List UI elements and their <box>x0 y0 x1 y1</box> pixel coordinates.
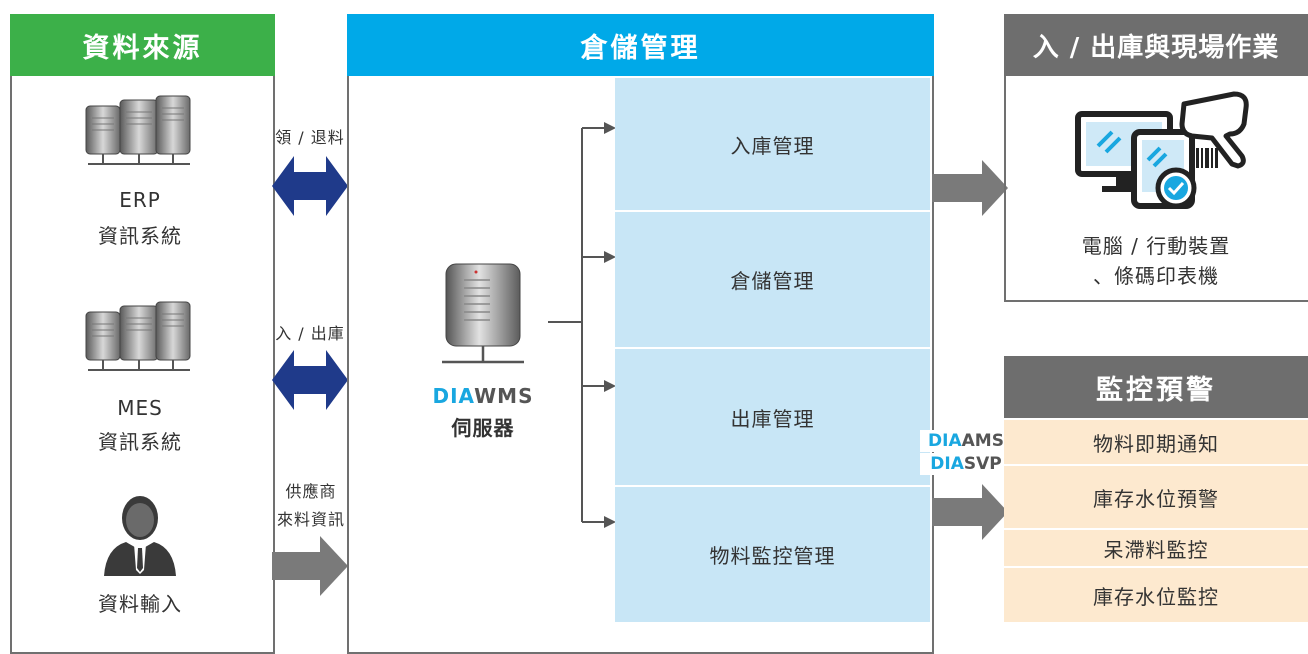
server-icon <box>85 95 191 165</box>
onsite-title: 入 / 出庫與現場作業 <box>1032 32 1280 63</box>
alert-label: 物料即期通知 <box>1093 431 1219 456</box>
monitor-title: 監控預警 <box>1096 374 1216 406</box>
device-line-1: 電腦 / 行動裝置 <box>1081 234 1231 258</box>
devices-icon <box>1075 91 1249 209</box>
right-arrow-icon <box>272 536 348 596</box>
server-icon <box>85 301 191 371</box>
erp-desc: 資訊系統 <box>98 224 182 248</box>
badge-prefix: DIA <box>928 431 962 451</box>
device-line-2: 、條碼印表機 <box>1093 264 1219 288</box>
alert-item[interactable]: 呆滯料監控 <box>1004 530 1308 568</box>
wms-brand-suffix: WMS <box>474 384 534 408</box>
mes-desc: 資訊系統 <box>98 430 182 454</box>
dia-ams-badge: DIAAMS <box>920 430 1012 452</box>
warehouse-header: 倉儲管理 <box>347 14 934 76</box>
module-outbound[interactable]: 出庫管理 <box>615 349 930 487</box>
module-material-monitor[interactable]: 物料監控管理 <box>615 487 930 622</box>
user-icon <box>104 496 176 576</box>
alert-item[interactable]: 物料即期通知 <box>1004 420 1308 466</box>
badge-prefix: DIA <box>930 454 964 474</box>
connector-lines <box>548 122 616 528</box>
wms-brand-prefix: DIA <box>432 384 475 408</box>
badge-suffix: AMS <box>961 431 1004 451</box>
data-source-header: 資料來源 <box>10 14 275 76</box>
onsite-header: 入 / 出庫與現場作業 <box>1004 14 1308 76</box>
dia-svp-badge: DIASVP <box>920 453 1012 475</box>
erp-name: ERP <box>119 188 161 212</box>
data-source-title: 資料來源 <box>82 32 203 64</box>
flow-label-mes: 入 / 出庫 <box>275 324 345 343</box>
flow-label-supplier-1: 供應商 <box>285 482 337 501</box>
module-label: 物料監控管理 <box>709 544 836 568</box>
monitor-header: 監控預警 <box>1004 356 1308 418</box>
flow-label-erp: 領 / 退料 <box>275 128 345 147</box>
wms-server-label: 伺服器 <box>451 416 515 440</box>
alert-label: 庫存水位預警 <box>1093 486 1219 511</box>
warehouse-title: 倉儲管理 <box>580 32 701 64</box>
module-label: 出庫管理 <box>730 406 815 431</box>
manual-input-label: 資料輸入 <box>98 592 182 616</box>
mes-name: MES <box>117 396 163 420</box>
alert-label: 庫存水位監控 <box>1093 584 1219 609</box>
alert-item[interactable]: 庫存水位預警 <box>1004 466 1308 530</box>
flow-label-supplier-2: 來料資訊 <box>276 510 345 529</box>
module-label: 入庫管理 <box>730 133 815 158</box>
double-arrow-icon <box>272 350 348 410</box>
server-icon <box>442 263 524 364</box>
double-arrow-icon <box>272 156 348 216</box>
module-label: 倉儲管理 <box>730 269 815 293</box>
module-inbound[interactable]: 入庫管理 <box>615 78 930 212</box>
badge-suffix: SVP <box>963 454 1002 474</box>
alert-label: 呆滯料監控 <box>1103 537 1209 562</box>
right-arrow-icon <box>932 484 1008 540</box>
module-storage[interactable]: 倉儲管理 <box>615 212 930 349</box>
right-arrow-icon <box>932 160 1008 216</box>
wms-brand: DIAWMS <box>418 384 548 408</box>
alert-item[interactable]: 庫存水位監控 <box>1004 568 1308 622</box>
